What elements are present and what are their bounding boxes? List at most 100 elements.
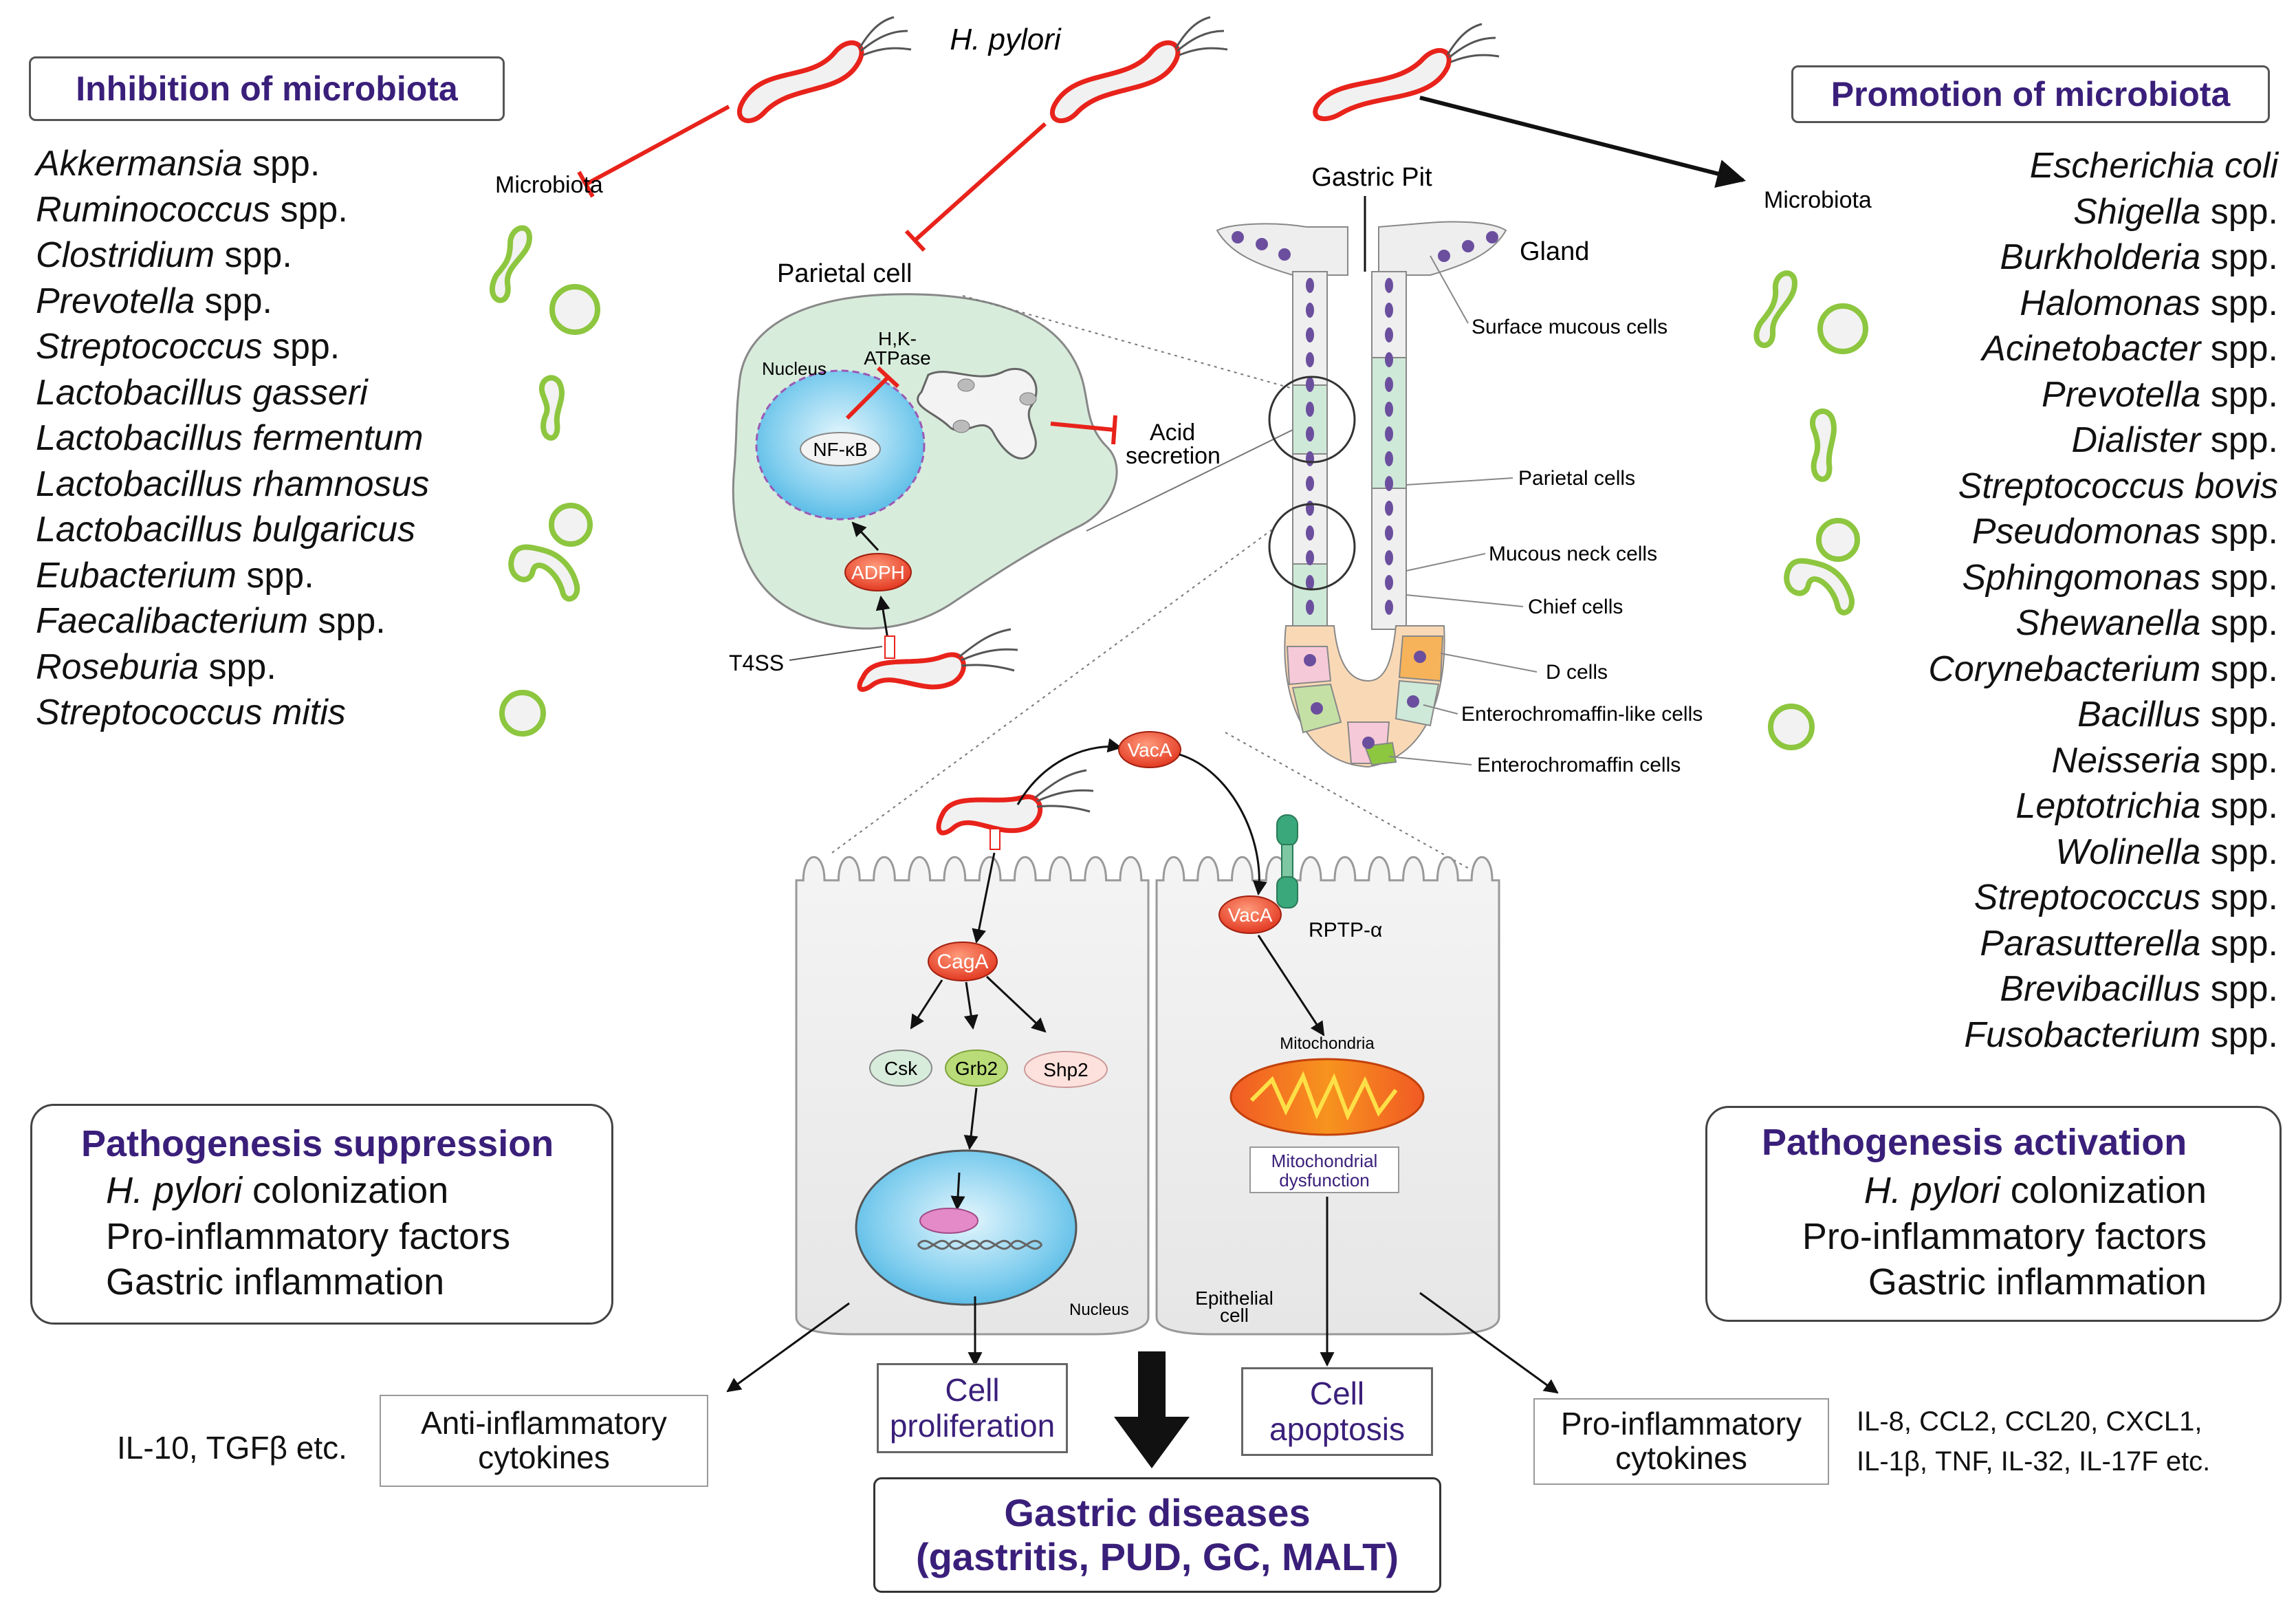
inhibition-suffix: spp. (270, 189, 348, 230)
pro-inflammatory-label: Pro-inflammatory (1560, 1406, 1802, 1442)
promotion-suffix: spp. (2200, 923, 2278, 964)
caga-label: CagA (937, 950, 988, 973)
vesicle (957, 378, 975, 392)
anti-inflammatory-box: Anti-inflammatory cytokines (380, 1395, 708, 1487)
promotion-genus: Streptococcus (1974, 878, 2201, 917)
zoom-line (1086, 429, 1293, 532)
cell-nucleus (1385, 426, 1393, 442)
arrow (950, 1172, 965, 1211)
inhibition-suffix: spp. (199, 646, 276, 687)
inhibition-suffix: spp. (195, 281, 272, 321)
inhibition-item: Streptococcus spp. (36, 324, 429, 370)
promotion-genus: Fusobacterium (1964, 1014, 2201, 1055)
inhibition-genus: Clostridium (36, 235, 215, 275)
cell-type-label: Enterochromaffin cells (1477, 754, 1681, 776)
promotion-genus: Prevotella (2042, 374, 2201, 415)
promotion-suffix: spp. (2200, 1014, 2278, 1055)
cocci-bacterium-icon (549, 284, 600, 335)
inhibition-item: Eubacterium spp. (36, 553, 429, 599)
inhibition-genus: Ruminococcus (36, 189, 271, 230)
promotion-genus: Bacillus (2077, 695, 2201, 735)
anti-inflammatory-examples: IL-10, TGFβ etc. (117, 1430, 347, 1466)
promotion-genus: Shigella (2073, 191, 2201, 232)
inhibition-item: Prevotella spp. (36, 279, 429, 325)
promotion-item: Acinetobacter spp. (1928, 326, 2278, 372)
caga-node (928, 942, 998, 981)
promotion-suffix: spp. (2200, 237, 2278, 277)
promotion-suffix: spp. (2200, 283, 2278, 323)
inhibition-genus: Akkermansia (36, 144, 243, 184)
activation-h-pylori: H. pylori (1863, 1170, 2000, 1211)
inhibition-suffix: spp. (262, 327, 340, 367)
transcription-factor (919, 1208, 978, 1234)
cell-nucleus (1438, 250, 1450, 262)
cell-type-pointers (1388, 255, 1538, 765)
h-pylori-icon (936, 769, 1094, 850)
cocci-bacterium-icon (499, 690, 546, 737)
inhibition-item: Lactobacillus rhamnosus (36, 461, 429, 508)
cell-nucleus (1385, 501, 1393, 516)
arrow (1179, 753, 1267, 896)
promotion-item: Fusobacterium spp. (1928, 1012, 2278, 1058)
promotion-item: Pseudomonas spp. (1928, 509, 2278, 555)
inhibition-line (912, 122, 1047, 243)
t4ss-pointer (789, 646, 883, 661)
parietal-cell-title: Parietal cell (777, 259, 912, 288)
zoom-line (962, 295, 1293, 389)
activation-line: Pro-inflammatory factors (1802, 1216, 2207, 1257)
promotion-item: Bacillus spp. (1928, 692, 2278, 738)
inhibition-line (845, 375, 890, 420)
promotion-suffix: spp. (2200, 969, 2278, 1009)
arrow (726, 1302, 850, 1393)
inhibition-suffix: spp. (236, 555, 314, 596)
inhibition-genus: Lactobacillus bulgaricus (36, 510, 416, 550)
promotion-genus: Leptotrichia (2015, 786, 2201, 826)
suppression-line: Gastric inflammation (106, 1261, 445, 1303)
promotion-genus: Streptococcus bovis (1958, 466, 2278, 506)
shp2-label: Shp2 (1043, 1059, 1088, 1080)
promotion-genus: Brevibacillus (2000, 969, 2201, 1009)
suppression-h-pylori: H. pylori (106, 1170, 243, 1211)
vaca-bound-node (1218, 895, 1282, 934)
cell-nucleus (1385, 303, 1393, 318)
promotion-suffix: spp. (2200, 603, 2278, 643)
promotion-item: Parasutterella spp. (1928, 921, 2278, 967)
cell-nucleus (1306, 303, 1314, 318)
cell-nucleus (1362, 737, 1375, 749)
activation-title: Pathogenesis activation (1762, 1122, 2187, 1163)
epithelial-cell-label: Epithelial (1195, 1287, 1273, 1309)
promotion-item: Streptococcus bovis (1928, 464, 2278, 510)
cell-nucleus (1306, 402, 1314, 417)
cell-nucleus (1306, 352, 1314, 367)
promotion-suffix: spp. (2200, 191, 2278, 232)
rod-bacterium-icon (490, 225, 533, 303)
inhibition-line (584, 105, 730, 186)
grb2-node (945, 1049, 1008, 1087)
inhibition-genus: Lactobacillus fermentum (36, 418, 424, 458)
promotion-genus: Escherichia coli (2029, 146, 2278, 186)
cell-nucleus (1306, 426, 1314, 442)
inhibition-item: Akkermansia spp. (36, 141, 429, 187)
cell-apoptosis-label: apoptosis (1269, 1411, 1405, 1447)
arrow (851, 521, 879, 552)
zoom-line (831, 529, 1273, 853)
vaca-node (1118, 731, 1181, 768)
cell-nucleus (1414, 651, 1426, 663)
rod-bacterium-icon (1784, 558, 1855, 616)
cell-nucleus (1306, 476, 1314, 491)
inhibition-genus: Eubacterium (36, 555, 237, 596)
csk-label: Csk (884, 1058, 918, 1079)
mito-dysfunction-label: Mitochondrial (1271, 1151, 1378, 1171)
inhibition-genus: Lactobacillus gasseri (36, 372, 368, 413)
cell-nucleus (1486, 231, 1498, 243)
promotion-suffix: spp. (2200, 649, 2278, 689)
gastric-diseases-list: (gastritis, PUD, GC, MALT) (915, 1535, 1399, 1578)
promotion-item: Streptococcus spp. (1928, 875, 2278, 921)
cell-nucleus (1278, 248, 1291, 261)
promotion-item: Neisseria spp. (1928, 738, 2278, 784)
arrow (875, 595, 890, 644)
inhibition-item: Lactobacillus gasseri (36, 370, 429, 416)
promotion-suffix: spp. (2200, 740, 2278, 781)
arrow (1016, 738, 1123, 805)
